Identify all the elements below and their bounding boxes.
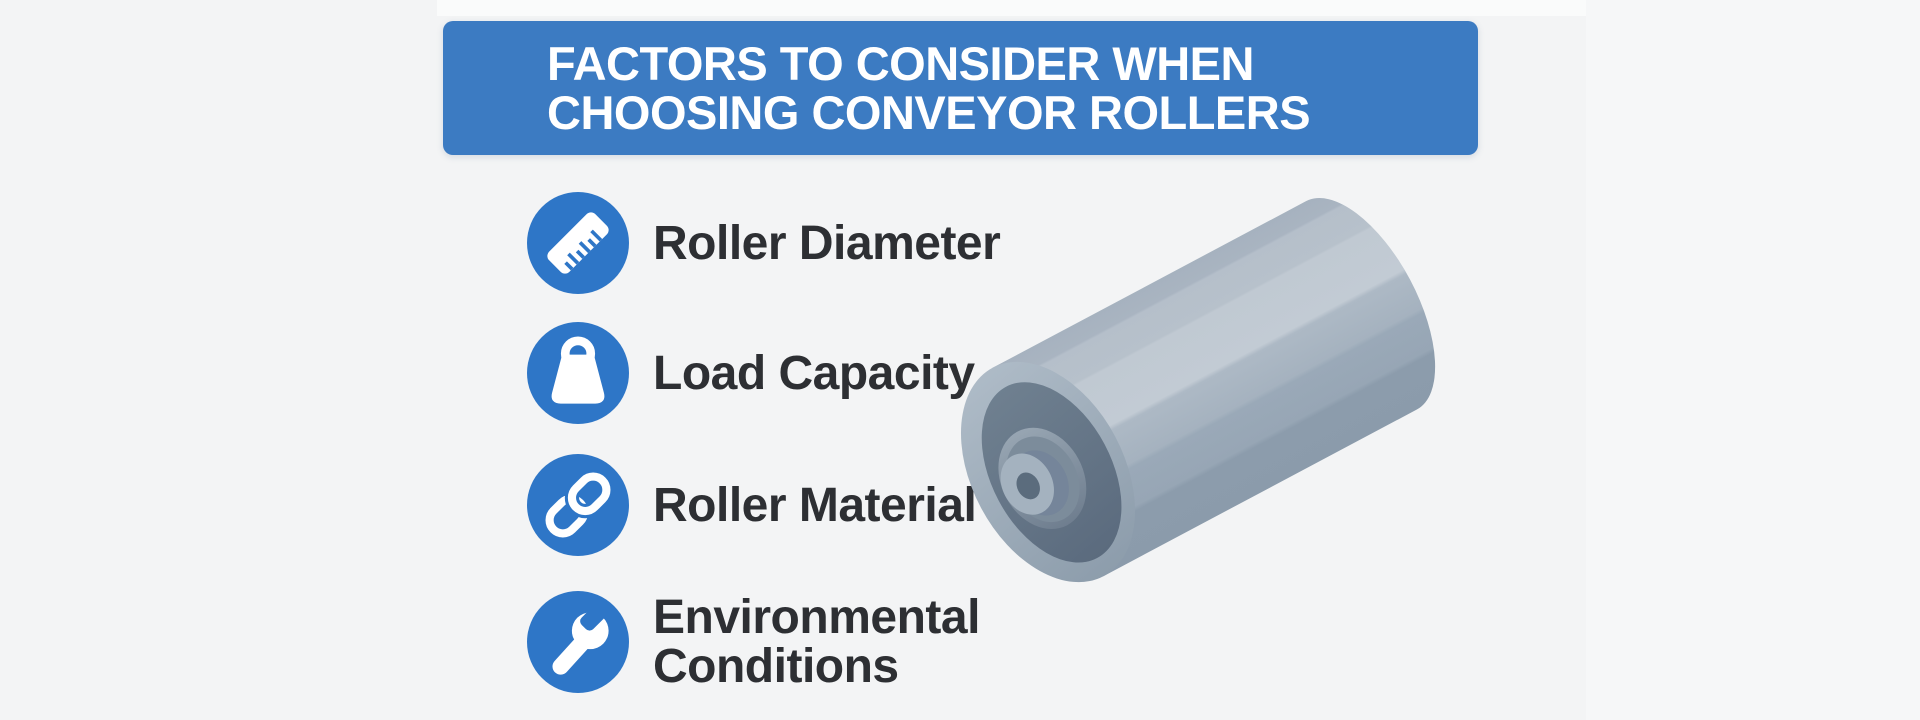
wrench-icon: [527, 591, 629, 693]
wrench-icon-glyph: [552, 600, 611, 675]
chain-link-icon: [527, 454, 629, 556]
factor-item-roller-material: Roller Material: [527, 454, 977, 556]
top-margin-strip: [437, 0, 1586, 16]
factor-label: Environmental Conditions: [653, 591, 980, 693]
title-line-2: CHOOSING CONVEYOR ROLLERS: [547, 86, 1311, 139]
chain-link-icon-glyph: [545, 469, 614, 538]
factor-label: Roller Material: [653, 478, 977, 532]
title-line-1: FACTORS TO CONSIDER WHEN: [547, 37, 1254, 90]
factor-label: Load Capacity: [653, 346, 975, 400]
factor-label: Roller Diameter: [653, 216, 1001, 270]
ruler-icon: [527, 192, 629, 294]
weight-icon-glyph: [551, 336, 605, 404]
ruler-icon-glyph: [547, 212, 609, 274]
conveyor-roller-illustration: [960, 198, 1436, 583]
weight-icon: [527, 322, 629, 424]
title-banner: FACTORS TO CONSIDER WHEN CHOOSING CONVEY…: [443, 21, 1478, 155]
factor-item-environmental-conditions: Environmental Conditions: [527, 591, 980, 693]
factor-item-roller-diameter: Roller Diameter: [527, 192, 1001, 294]
factor-item-load-capacity: Load Capacity: [527, 322, 975, 424]
